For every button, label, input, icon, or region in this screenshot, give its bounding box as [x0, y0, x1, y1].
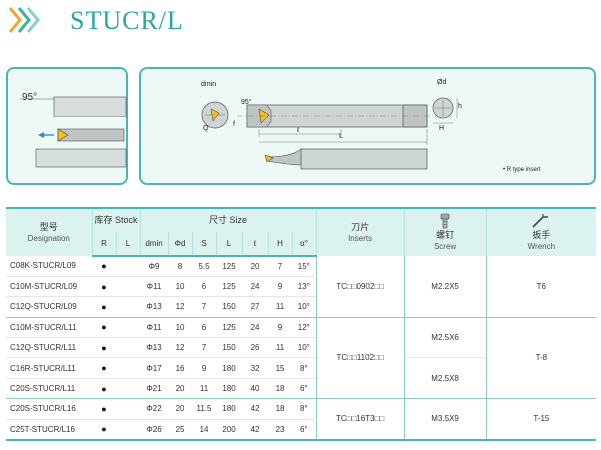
- wrench-cell: T6: [486, 256, 597, 318]
- screw-cell: M3.5X9: [403, 398, 487, 441]
- table-row: C16R-STUCR/L11 ● Φ17 16 9 180 32 15 8° M…: [6, 357, 596, 400]
- s-header: S: [192, 232, 217, 257]
- dmin-header: dmin: [140, 232, 169, 257]
- insert-cell: TC□□1102□□: [315, 317, 405, 400]
- h-label: h: [458, 103, 462, 110]
- designation-header: 型号 Designation: [6, 208, 93, 256]
- angle-header: α°: [292, 232, 317, 257]
- screw-cell: M2.2X5: [403, 256, 487, 318]
- approach-angle-label: 95°: [22, 92, 38, 103]
- f-label: f: [233, 121, 235, 128]
- tool-dimension-drawing: [201, 97, 458, 170]
- q-label: Q: [203, 125, 209, 132]
- wrench-header: 扳手 Wrench: [486, 208, 597, 256]
- chevrons-logo-icon: [8, 7, 40, 33]
- table-row: C10M-STUCR/L09 ● Φ11 10 6 125 24 9 13°: [6, 276, 596, 298]
- approach-angle-label: 95°: [241, 99, 252, 106]
- screw-cell: M2.5X6: [403, 317, 487, 359]
- screw-header: 螺钉 Screw: [404, 208, 487, 256]
- table-row: C12Q-STUCR/L11 ● Φ13 12 7 150 26 11 10°: [6, 337, 596, 359]
- phid-header: Φd: [168, 232, 193, 257]
- wrench-icon: [532, 214, 549, 228]
- table-row: C20S-STUCR/L11 ● Φ21 20 11 180 40 18 6°: [6, 378, 596, 400]
- size-header: 尺寸 Size: [140, 208, 317, 232]
- table-row: C20S-STUCR/L16 ● Φ22 20 11.5 180 42 18 8…: [6, 398, 597, 441]
- stock-l-header: L: [116, 232, 141, 257]
- length-header: L: [216, 232, 243, 257]
- screw-icon: [440, 213, 450, 229]
- table-row: C08K-STUCR/L09 ● Φ9 8 5.5 125 20 7 15° T…: [6, 256, 597, 318]
- stock-header: 库存 Stock: [92, 208, 141, 232]
- insert-cell: TC□□0902□□: [315, 256, 405, 318]
- screw-cell: M2.5X8: [403, 357, 487, 400]
- stock-r-header: R: [92, 232, 117, 257]
- H-label: H: [439, 125, 445, 132]
- h-header: H: [268, 232, 293, 257]
- phid-label: Ød: [437, 79, 447, 86]
- table-row: C10M-STUCR/L11 ● Φ11 10 6 125 24 9 12° T…: [6, 317, 597, 400]
- l-header: ℓ: [242, 232, 269, 257]
- dmin-label: dmin: [201, 81, 217, 88]
- page-title: STUCR/L: [70, 6, 184, 35]
- table-row: C12Q-STUCR/L09 ● Φ13 12 7 150 27 11 10°: [6, 296, 596, 318]
- boring-schematic-panel: 95°: [6, 67, 128, 185]
- l-small-label: ℓ: [297, 127, 300, 134]
- r-type-insert-note: • R type insert: [503, 167, 541, 173]
- L-label: L: [339, 133, 343, 140]
- boring-bar-in-workpiece-diagram: [20, 96, 127, 168]
- specification-table: 型号 Designation 库存 Stock 尺寸 Size 刀片 Inser…: [6, 207, 597, 441]
- insert-cell: TC□□16T3□□: [315, 398, 405, 441]
- tool-dimensions-panel: dmin 95° Q f ℓ L Ød h H • R type insert: [139, 67, 596, 185]
- table-row: C25T-STUCR/L16 ● Φ26 25 14 200 42 23 6°: [6, 419, 596, 441]
- wrench-cell: T-8: [486, 317, 597, 400]
- wrench-cell: T-15: [486, 398, 597, 441]
- inserts-header: 刀片 Inserts: [316, 208, 405, 256]
